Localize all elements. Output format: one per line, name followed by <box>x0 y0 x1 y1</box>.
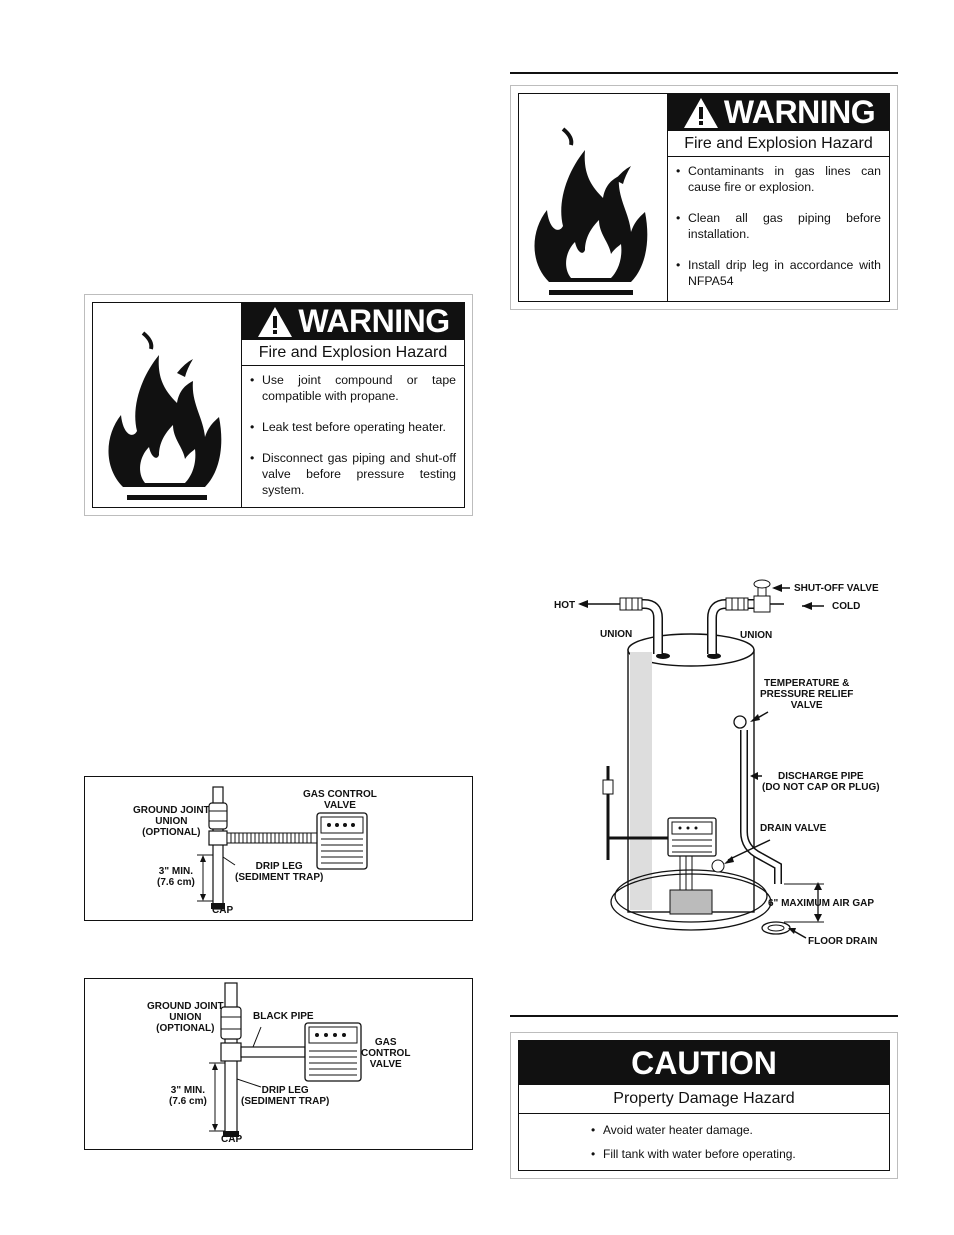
list-item: Leak test before operating heater. <box>250 419 456 435</box>
gas-control-valve-icon <box>316 812 368 870</box>
list-item: Contaminants in gas lines can cause fire… <box>676 163 881 195</box>
warning-subtitle: Fire and Explosion Hazard <box>668 131 889 157</box>
warning-list: Use joint compound or tape compatible wi… <box>242 366 464 513</box>
warning-triangle-icon <box>683 97 718 128</box>
list-item: Fill tank with water before operating. <box>591 1146 889 1162</box>
min-label: 3" MIN.(7.6 cm) <box>169 1085 207 1107</box>
warning-triangle-icon <box>258 306 293 337</box>
drip-leg-label: DRIP LEG(SEDIMENT TRAP) <box>235 861 324 883</box>
cold-label: COLD <box>832 601 861 612</box>
drip-leg-label: DRIP LEG(SEDIMENT TRAP) <box>241 1085 330 1107</box>
drain-valve-label: DRAIN VALVE <box>760 823 827 834</box>
union-right-label: UNION <box>740 630 773 641</box>
section-rule-bottom <box>510 1015 898 1017</box>
gas-control-valve-icon <box>304 1022 362 1082</box>
list-item: Disconnect gas piping and shut-off valve… <box>250 450 456 498</box>
black-pipe-label: BLACK PIPE <box>253 1011 314 1022</box>
list-item: Clean all gas piping before installation… <box>676 210 881 242</box>
warning-title: WARNING <box>298 303 450 339</box>
list-item: Use joint compound or tape compatible wi… <box>250 372 456 404</box>
warning-banner: WARNING <box>242 303 464 340</box>
discharge-pipe-label: DISCHARGE PIPE(DO NOT CAP OR PLUG) <box>762 771 880 793</box>
warning-propane-box: WARNING Fire and Explosion Hazard Use jo… <box>84 294 473 516</box>
cap-label: CAP <box>221 1134 243 1145</box>
shutoff-valve-label: SHUT-OFF VALVE <box>794 583 879 594</box>
warning-subtitle: Fire and Explosion Hazard <box>242 340 464 366</box>
flame-icon <box>519 94 668 301</box>
warning-title: WARNING <box>723 94 876 130</box>
list-item: Install drip leg in accordance with NFPA… <box>676 257 881 289</box>
caution-list: Avoid water heater damage. Fill tank wit… <box>519 1114 889 1162</box>
warning-contaminants-box: WARNING Fire and Explosion Hazard Contam… <box>510 85 898 310</box>
floor-drain-label: FLOOR DRAIN <box>808 936 878 947</box>
caution-subtitle: Property Damage Hazard <box>519 1085 889 1114</box>
warning-banner: WARNING <box>668 94 889 131</box>
water-heater-diagram: SHUT-OFF VALVE HOT COLD UNION UNION TEMP… <box>540 570 910 960</box>
min-label: 3" MIN.(7.6 cm) <box>157 866 195 888</box>
air-gap-label: 6" MAXIMUM AIR GAP <box>768 898 875 909</box>
section-rule-top <box>510 72 898 74</box>
flame-icon <box>93 303 242 507</box>
warning-list: Contaminants in gas lines can cause fire… <box>668 157 889 304</box>
cap-label: CAP <box>212 905 234 916</box>
caution-title: CAUTION <box>519 1041 889 1085</box>
caution-box: CAUTION Property Damage Hazard Avoid wat… <box>510 1032 898 1179</box>
list-item: Avoid water heater damage. <box>591 1122 889 1138</box>
union-left-label: UNION <box>600 629 633 640</box>
hot-label: HOT <box>554 600 576 611</box>
